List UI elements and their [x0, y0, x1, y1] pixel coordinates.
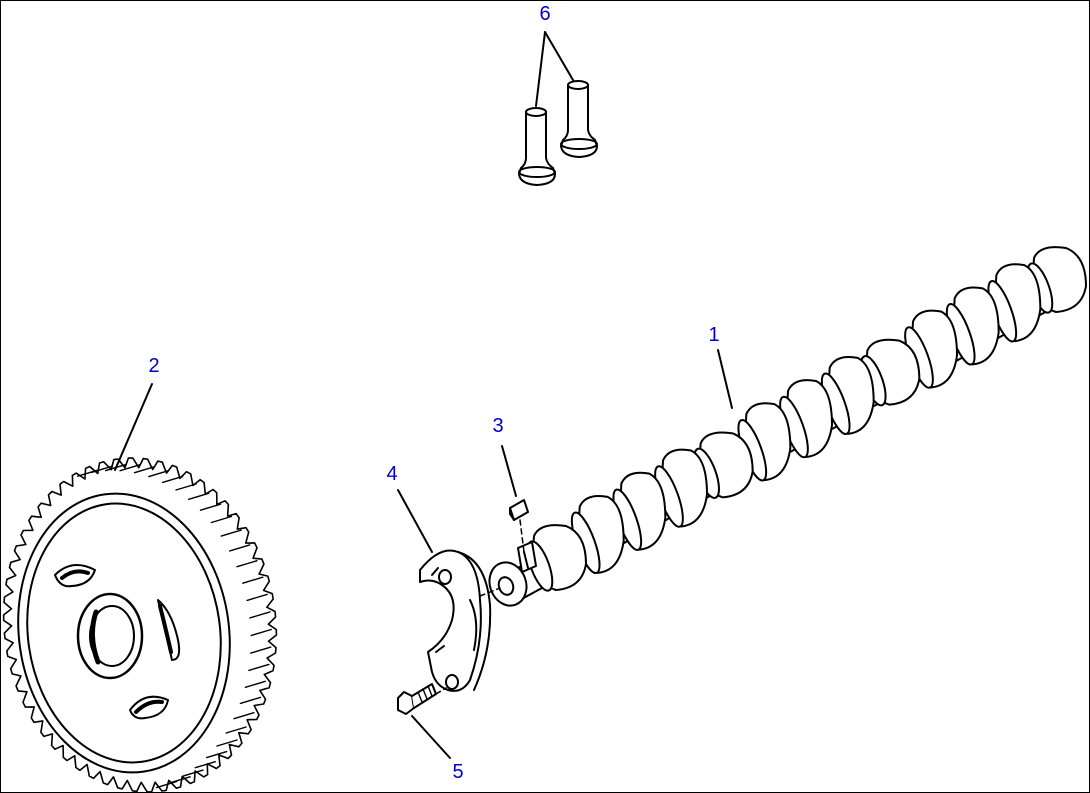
gear: [2, 457, 278, 793]
gear-helix-line: [236, 560, 258, 568]
gear-helix-line: [225, 726, 247, 734]
bolt: [397, 683, 437, 715]
leader-5: [411, 715, 451, 759]
gear-helix-line: [250, 628, 272, 637]
camshaft: [488, 246, 1087, 607]
camshaft-lobe: [570, 494, 625, 575]
gear-helix-line: [175, 483, 197, 491]
gear-helix-line: [210, 515, 233, 524]
camshaft-lobe: [945, 286, 1000, 366]
callout-6: 6: [539, 3, 551, 25]
gear-helix-line: [119, 464, 141, 472]
gear-helix-line: [155, 780, 178, 789]
leader-2: [114, 383, 153, 471]
callout-2: 2: [148, 355, 160, 377]
leader-4: [397, 489, 433, 553]
gear-helix-line: [133, 466, 156, 474]
camshaft-lobe: [987, 263, 1042, 343]
gear-helix-line: [233, 712, 255, 720]
gear-helix-line: [187, 492, 210, 500]
gear-helix-line: [249, 611, 271, 619]
leader-1: [717, 349, 733, 409]
callout-5: 5: [452, 761, 464, 783]
callout-1: 1: [708, 324, 720, 346]
camshaft-lobe: [904, 309, 958, 389]
assembly-lines: [435, 519, 525, 695]
gear-helix-line: [148, 469, 170, 478]
leader-lines: [114, 31, 733, 759]
gear-helix-line: [250, 646, 272, 654]
gear-helix-line: [90, 465, 113, 474]
gear-helix-line: [244, 680, 267, 688]
camshaft-lobe: [654, 448, 708, 528]
gear-helix-line: [228, 544, 251, 552]
leader-6a: [535, 31, 546, 107]
callout-4: 4: [386, 463, 398, 485]
gear-helix-line: [182, 769, 204, 777]
gear-helix-line: [242, 576, 264, 584]
gear-helix-line: [216, 739, 238, 747]
leader-3: [501, 445, 517, 497]
callout-3: 3: [492, 415, 504, 437]
camshaft-lobe: [612, 471, 667, 551]
gear-helix-line: [161, 475, 184, 484]
key: [509, 499, 529, 521]
gear-helix-line: [246, 593, 268, 602]
leader-6b: [544, 31, 574, 81]
gear-helix-line: [205, 750, 228, 759]
thrust-plate: [419, 549, 492, 692]
gear-helix-line: [248, 663, 270, 672]
tappet-right: [560, 80, 598, 158]
gear-helix-line: [239, 696, 262, 705]
tappet-left: [518, 107, 556, 186]
gear-helix-line: [199, 503, 222, 511]
gear-helix-line: [220, 529, 242, 537]
camshaft-lobe: [779, 379, 833, 459]
tappets-group: [518, 80, 598, 186]
camshaft-lobe: [737, 402, 792, 482]
gear-helix-line: [194, 761, 217, 769]
